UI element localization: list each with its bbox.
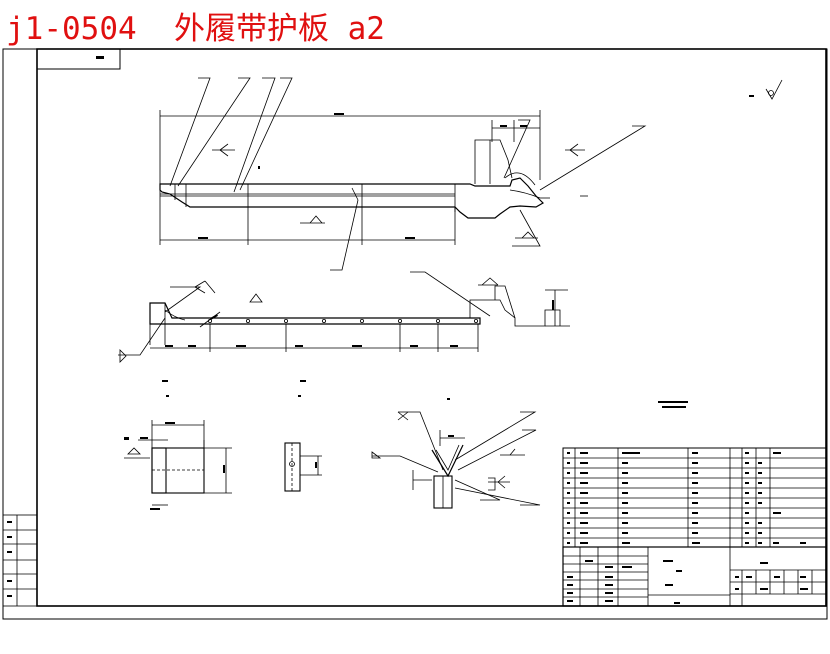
detail-a-section [124,420,232,510]
bolt-holes [207,318,478,323]
sheet-border [2,48,828,620]
detail-b-section [284,442,322,492]
surface-roughness-symbol [749,79,783,100]
plan-view [118,271,570,363]
parts-list-table [562,447,827,548]
title-block [562,546,827,607]
section-labels [162,380,688,408]
detail-c-section [371,411,541,509]
main-view-elevation [159,77,647,271]
revision-side-table [2,514,38,607]
drawing-title: j1-0504 外履带护板 a2 [6,11,385,47]
